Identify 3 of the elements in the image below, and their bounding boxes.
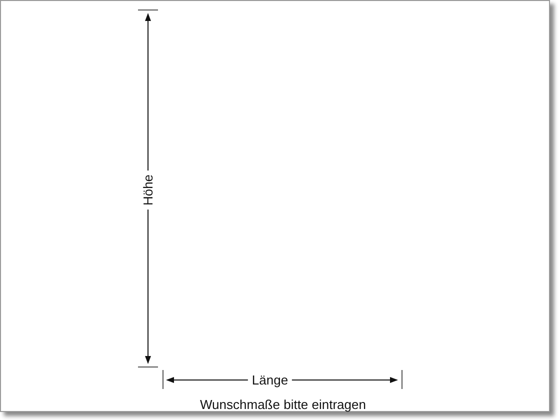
dimension-label: Länge [248,372,292,388]
caption: Wunschmaße bitte eintragen [200,397,366,412]
dimension-label: Höhe [140,170,156,210]
